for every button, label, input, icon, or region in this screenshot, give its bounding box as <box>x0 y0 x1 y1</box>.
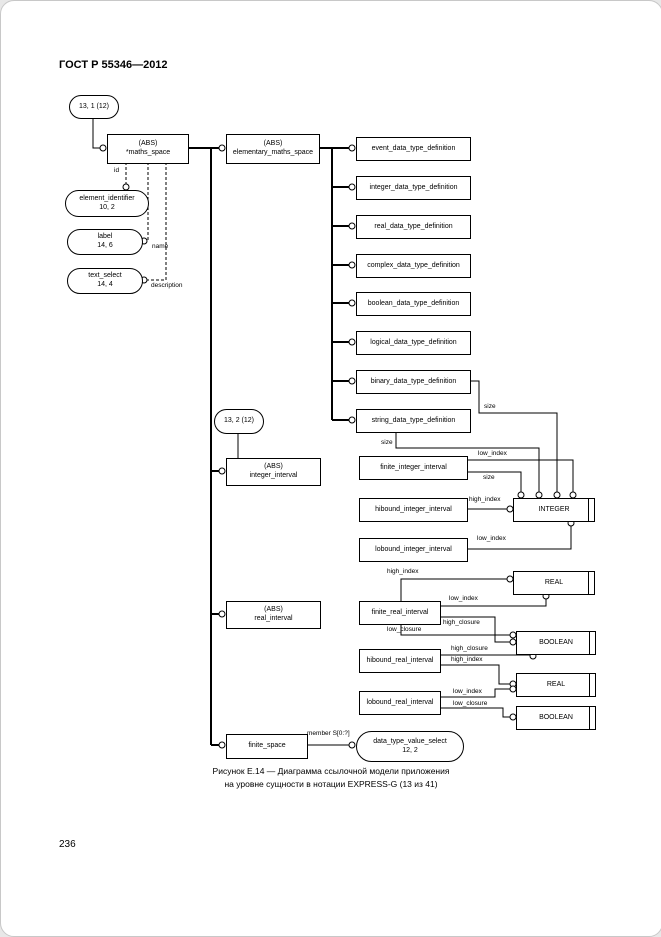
entity-boolean-data-type-definition: boolean_data_type_definition <box>356 292 471 316</box>
entity-name: binary_data_type_definition <box>370 377 457 385</box>
type-name: BOOLEAN <box>539 638 573 646</box>
attribute-lines <box>92 117 574 746</box>
attr-label-description: description <box>151 282 183 289</box>
entity-name: string_data_type_definition <box>371 416 456 424</box>
relation-circles <box>99 144 577 749</box>
supertype-lines <box>187 147 349 746</box>
type-ref: 14, 6 <box>97 242 113 249</box>
type-ref: 12, 2 <box>402 746 418 754</box>
entity-complex-data-type-definition: complex_data_type_definition <box>356 254 471 278</box>
entity-name: real_interval <box>254 615 293 622</box>
entity-name: *maths_space <box>125 149 171 156</box>
attr-label-high-index-finite-real: high_index <box>387 568 419 575</box>
entity-name: hibound_integer_interval <box>375 505 452 513</box>
entity-name: boolean_data_type_definition <box>367 299 460 307</box>
entity-string-data-type-definition: string_data_type_definition <box>356 409 471 433</box>
entity-elementary-maths-space: (ABS) elementary_maths_space <box>226 134 320 164</box>
type-element-identifier: element_identifier 10, 2 <box>65 190 149 217</box>
type-name: INTEGER <box>538 505 570 513</box>
entity-integer-data-type-definition: integer_data_type_definition <box>356 176 471 200</box>
attr-label-high-closure-finite-real: high_closure <box>443 619 480 626</box>
type-name: element_identifier <box>79 194 135 202</box>
type-label: label 14, 6 <box>67 229 143 255</box>
page-ref-label: 13, 2 (12) <box>224 417 254 425</box>
entity-name: lobound_integer_interval <box>375 545 452 553</box>
entity-real-data-type-definition: real_data_type_definition <box>356 215 471 239</box>
entity-hibound-integer-interval: hibound_integer_interval <box>359 498 468 522</box>
page-ref-13-2: 13, 2 (12) <box>214 409 264 434</box>
entity-real-interval: (ABS) real_interval <box>226 601 321 629</box>
entity-finite-real-interval: finite_real_interval <box>359 601 441 625</box>
simple-type-real-2: REAL <box>516 673 596 697</box>
entity-name: logical_data_type_definition <box>370 338 457 346</box>
attr-label-low-closure-finite-real: low_closure <box>387 626 422 633</box>
type-name: data_type_value_select <box>373 737 447 745</box>
type-ref: 10, 2 <box>99 203 115 211</box>
type-ref: 14, 4 <box>97 281 113 288</box>
entity-lobound-integer-interval: lobound_integer_interval <box>359 538 468 562</box>
entity-logical-data-type-definition: logical_data_type_definition <box>356 331 471 355</box>
attr-label-low-index-lobound-real: low_index <box>453 688 482 695</box>
attr-label-low-index-finite-integer: low_index <box>478 450 507 457</box>
attr-label-high-index-hibound-integer: high_index <box>469 496 501 503</box>
attr-label-low-index-finite-real: low_index <box>449 595 478 602</box>
entity-name: lobound_real_interval <box>366 698 434 706</box>
page-ref-13-1: 13, 1 (12) <box>69 95 119 119</box>
entity-name: integer_data_type_definition <box>369 183 458 191</box>
type-name: REAL <box>546 680 566 688</box>
entity-finite-integer-interval: finite_integer_interval <box>359 456 468 480</box>
entity-binary-data-type-definition: binary_data_type_definition <box>356 370 471 394</box>
entity-name: complex_data_type_definition <box>367 261 460 269</box>
figure-caption: Рисунок Е.14 — Диаграмма ссылочной модел… <box>101 765 561 791</box>
entity-name: finite_real_interval <box>371 608 429 616</box>
attr-label-high-closure-hibound-real: high_closure <box>451 645 488 652</box>
attr-label-high-index-hibound-real: high_index <box>451 656 483 663</box>
figure-caption-line1: Рисунок Е.14 — Диаграмма ссылочной модел… <box>212 766 450 776</box>
type-text-select: text_select 14, 4 <box>67 268 143 294</box>
simple-type-boolean-2: BOOLEAN <box>516 706 596 730</box>
entity-name: real_data_type_definition <box>374 222 453 230</box>
entity-finite-space: finite_space <box>226 734 308 759</box>
simple-type-real-1: REAL <box>513 571 595 595</box>
abs-tag: (ABS) <box>138 140 158 148</box>
attr-label-id: id <box>114 167 120 174</box>
figure-caption-line2: на уровне сущности в нотации EXPRESS-G (… <box>224 778 438 789</box>
attr-label-name: name <box>152 243 169 250</box>
optional-attribute-lines <box>125 162 167 281</box>
entity-maths-space: (ABS) *maths_space <box>107 134 189 164</box>
simple-type-boolean-1: BOOLEAN <box>516 631 596 655</box>
type-name: text_select <box>88 272 122 280</box>
attr-label-low-index-lobound-integer: low_index <box>477 535 506 542</box>
simple-type-integer: INTEGER <box>513 498 595 522</box>
entity-name: integer_interval <box>249 472 298 479</box>
entity-name: event_data_type_definition <box>371 144 456 152</box>
type-data-type-value-select: data_type_value_select 12, 2 <box>356 731 464 762</box>
entity-lobound-real-interval: lobound_real_interval <box>359 691 441 715</box>
abs-tag: (ABS) <box>264 463 283 471</box>
entity-name: elementary_maths_space <box>232 149 314 156</box>
page-number: 236 <box>59 839 76 850</box>
attr-label-low-closure-lobound-real: low_closure <box>453 700 488 707</box>
abs-tag: (ABS) <box>264 606 283 614</box>
attr-label-size-finite-integer: size <box>483 474 495 481</box>
abs-tag: (ABS) <box>263 140 283 148</box>
page-ref-label: 13, 1 (12) <box>79 102 109 110</box>
entity-name: hibound_real_interval <box>366 656 434 664</box>
entity-integer-interval: (ABS) integer_interval <box>226 458 321 486</box>
attr-label-size-binary: size <box>484 403 496 410</box>
type-name: label <box>97 233 113 241</box>
attr-label-size-string: size <box>381 439 393 446</box>
entity-name: finite_space <box>248 742 286 750</box>
entity-event-data-type-definition: event_data_type_definition <box>356 137 471 161</box>
attr-label-member: member S[0:?] <box>307 730 350 737</box>
page-header: ГОСТ Р 55346—2012 <box>59 59 168 71</box>
type-name: REAL <box>544 578 564 586</box>
entity-name: finite_integer_interval <box>380 463 447 471</box>
entity-hibound-real-interval: hibound_real_interval <box>359 649 441 673</box>
type-name: BOOLEAN <box>539 713 573 721</box>
